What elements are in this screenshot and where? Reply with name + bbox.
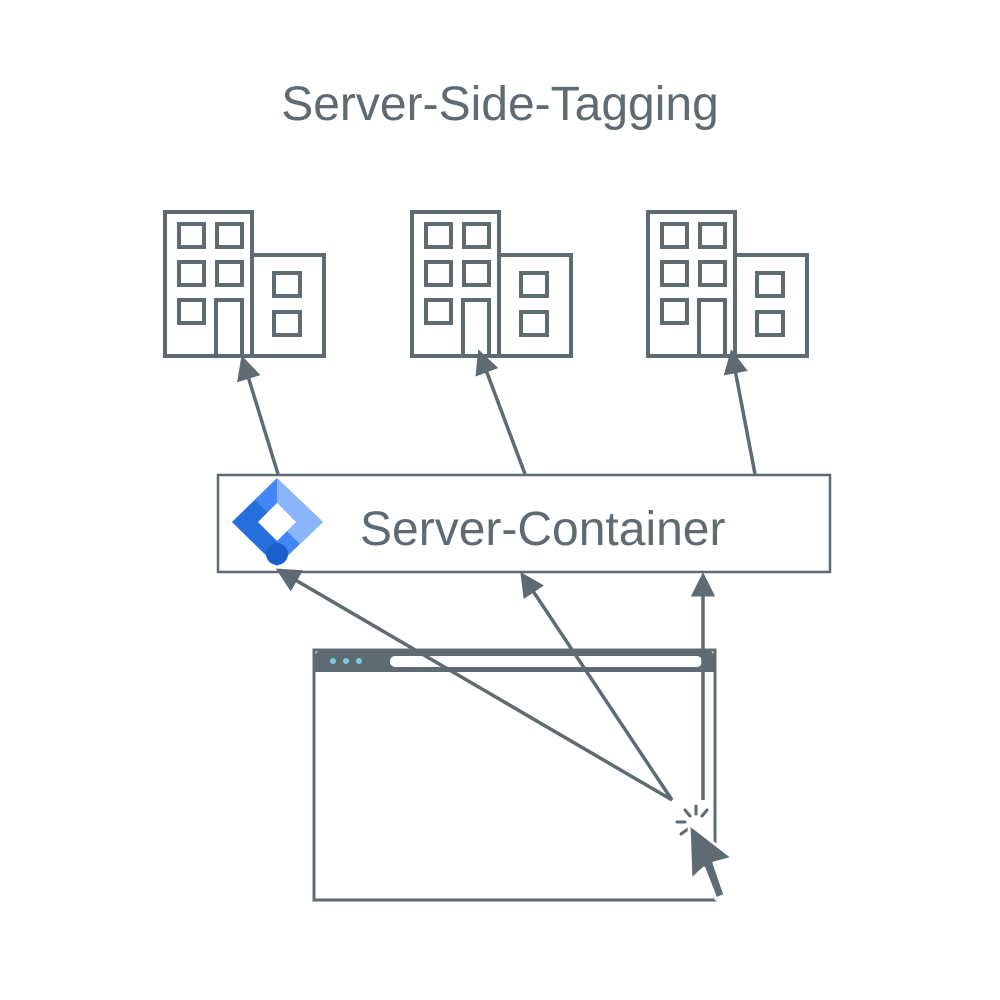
- browser-address-bar: [390, 656, 702, 667]
- server-container-label: Server-Container: [360, 503, 726, 556]
- gtm-logo-icon: [232, 478, 323, 566]
- mouse-pointer-click-icon: [675, 804, 735, 901]
- container-to-building-arrows: [237, 349, 757, 475]
- browser-window-icon: [312, 648, 717, 902]
- arrow-to-container-left: [275, 568, 673, 802]
- click-burst-icon: [675, 804, 709, 836]
- click-to-container-arrows: [275, 568, 716, 802]
- building-icon-2: [410, 210, 573, 358]
- diagram-title: Server-Side-Tagging: [281, 78, 719, 131]
- browser-dot-icon: [330, 658, 336, 664]
- building-icon-3: [646, 210, 809, 358]
- browser-dot-icon: [343, 658, 349, 664]
- arrow-to-building-3: [723, 349, 757, 475]
- arrow-to-building-2: [475, 349, 527, 475]
- arrow-to-building-1: [237, 355, 280, 475]
- arrow-to-container-middle: [520, 571, 674, 801]
- browser-dot-icon: [356, 658, 362, 664]
- building-icon-1: [163, 210, 326, 358]
